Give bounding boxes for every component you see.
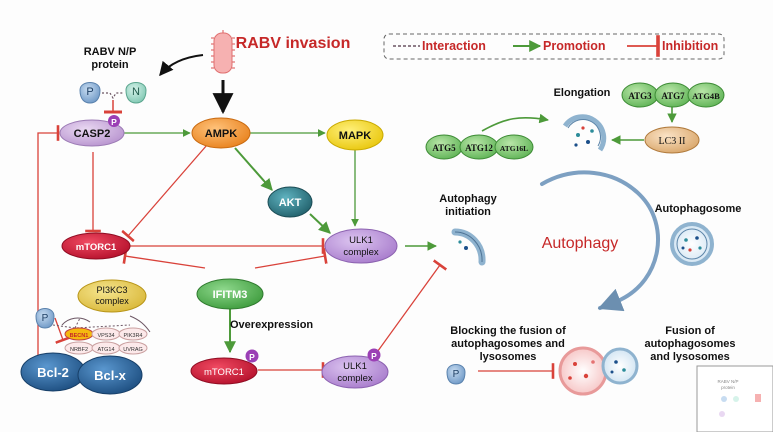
fusion-label-3: and lysosomes bbox=[650, 351, 729, 363]
akt-to-ulk1 bbox=[309, 213, 331, 234]
svg-text:mTORC1: mTORC1 bbox=[204, 367, 244, 378]
p-inhibits-pi3kc3 bbox=[54, 317, 71, 344]
svg-text:P: P bbox=[42, 313, 49, 324]
p-protein-bottom-icon: P bbox=[446, 364, 466, 385]
autophagosome-icon bbox=[670, 222, 714, 266]
svg-text:LC3 II: LC3 II bbox=[659, 136, 686, 147]
svg-text:ATG14: ATG14 bbox=[97, 347, 114, 353]
svg-text:ATG3: ATG3 bbox=[628, 91, 652, 101]
ifitm3-inhibits-ulk1 bbox=[254, 248, 328, 269]
fusion-label-2: autophagosomes bbox=[644, 338, 735, 350]
legend-interaction: Interaction bbox=[422, 39, 486, 53]
blocking-label-1: Blocking the fusion of bbox=[450, 325, 566, 337]
elongation-label: Elongation bbox=[554, 87, 611, 99]
atg5-to-elongation bbox=[481, 113, 549, 132]
np-label-1: RABV N/P bbox=[84, 46, 137, 58]
legend-box bbox=[383, 33, 725, 60]
svg-text:Bcl-x: Bcl-x bbox=[94, 368, 127, 383]
svg-text:MAPK: MAPK bbox=[339, 130, 371, 142]
ulk1-inhibits-initiation bbox=[374, 259, 448, 356]
svg-text:complex: complex bbox=[343, 247, 379, 258]
ulk1-complex-node: ULK1 complex bbox=[324, 228, 398, 264]
blocking-label-3: lysosomes bbox=[480, 351, 537, 363]
ifitm3-inhibits-mtorc1 bbox=[122, 248, 206, 269]
rabv-virus-icon bbox=[211, 30, 235, 74]
fusion-label-1: Fusion of bbox=[665, 325, 715, 337]
akt-node: AKT bbox=[267, 186, 313, 218]
blocking-label-2: autophagosomes and bbox=[451, 338, 565, 350]
casp2-node: CASP2 P bbox=[59, 115, 125, 147]
svg-text:P: P bbox=[86, 86, 93, 98]
autophagy-label: Autophagy bbox=[542, 235, 619, 252]
svg-text:ATG5: ATG5 bbox=[432, 143, 456, 153]
atg3-7-4b-group: ATG3 ATG7 ATG4B bbox=[621, 82, 725, 108]
autolysosome-icon bbox=[558, 346, 639, 396]
mtorc1-bottom-node: mTORC1 P bbox=[190, 349, 259, 385]
ampk-to-akt bbox=[234, 147, 273, 191]
svg-text:ATG7: ATG7 bbox=[661, 91, 685, 101]
svg-text:CASP2: CASP2 bbox=[74, 128, 111, 140]
svg-text:P: P bbox=[453, 369, 460, 380]
pi3kc3-subunits: BECN1 VPS34 PIK3R4 NRBF2 ATG14 UVRAG bbox=[64, 327, 148, 355]
overexpression-label: Overexpression bbox=[230, 319, 313, 331]
svg-text:UVRAG: UVRAG bbox=[123, 347, 143, 353]
lc3-node: LC3 II bbox=[644, 126, 700, 154]
ulk1-complex-bottom-node: ULK1 complex P bbox=[321, 348, 389, 389]
svg-text:protein: protein bbox=[721, 385, 735, 390]
bcl-inhibits-casp2 bbox=[37, 125, 60, 355]
svg-text:AKT: AKT bbox=[279, 197, 302, 209]
svg-text:complex: complex bbox=[337, 373, 373, 384]
svg-text:PIK3R4: PIK3R4 bbox=[124, 333, 143, 339]
svg-text:BECN1: BECN1 bbox=[70, 333, 89, 339]
svg-text:AMPK: AMPK bbox=[205, 128, 237, 140]
svg-text:N: N bbox=[132, 86, 140, 98]
atg5-12-16l-group: ATG5 ATG12 ATG16L bbox=[425, 134, 534, 160]
ampk-inhibits-mtorc1 bbox=[121, 144, 208, 243]
svg-text:Bcl-2: Bcl-2 bbox=[37, 365, 69, 380]
svg-text:mTORC1: mTORC1 bbox=[76, 242, 117, 253]
autophagy-cycle-arrow bbox=[540, 170, 660, 312]
svg-text:P: P bbox=[249, 352, 255, 362]
initiation-label-2: initiation bbox=[445, 206, 491, 218]
p-protein-icon: P bbox=[79, 82, 101, 104]
pi3kc3-complex-node: PI3KC3 complex bbox=[77, 279, 147, 313]
phagophore-icon bbox=[451, 228, 486, 266]
mtorc1-node: mTORC1 bbox=[61, 232, 131, 260]
np-interaction-line bbox=[102, 92, 124, 100]
mapk-node: MAPK bbox=[326, 119, 384, 151]
initiation-label-1: Autophagy bbox=[439, 193, 497, 205]
svg-text:complex: complex bbox=[95, 296, 129, 306]
svg-text:P: P bbox=[111, 117, 117, 127]
p-protein-left-icon: P bbox=[35, 308, 55, 329]
bclx-node: Bcl-x bbox=[77, 355, 143, 395]
svg-text:P: P bbox=[371, 351, 377, 361]
subunit-pik3r4 bbox=[118, 327, 148, 341]
svg-text:ULK1: ULK1 bbox=[343, 361, 367, 372]
elongation-vesicle-icon bbox=[562, 114, 607, 152]
inset-thumbnail[interactable]: RABV N/P protein bbox=[696, 365, 773, 432]
autophagosome-label: Autophagosome bbox=[655, 203, 742, 215]
ifitm3-node: IFITM3 bbox=[196, 278, 264, 310]
svg-text:ULK1: ULK1 bbox=[349, 235, 373, 246]
svg-text:ATG16L: ATG16L bbox=[500, 144, 528, 153]
subunit-uvrag bbox=[118, 341, 148, 355]
np-label-2: protein bbox=[91, 59, 129, 71]
bcl2-node: Bcl-2 bbox=[20, 352, 86, 392]
title-line-1: RABV invasion bbox=[236, 35, 351, 52]
svg-text:ATG4B: ATG4B bbox=[692, 91, 720, 101]
virus-to-np-arrow bbox=[159, 54, 204, 77]
complex-bracket bbox=[61, 315, 151, 333]
svg-text:ATG12: ATG12 bbox=[465, 143, 493, 153]
svg-text:VPS34: VPS34 bbox=[97, 333, 114, 339]
svg-text:RABV N/P: RABV N/P bbox=[717, 379, 738, 384]
ampk-node: AMPK bbox=[191, 117, 251, 149]
svg-text:IFITM3: IFITM3 bbox=[213, 289, 248, 301]
svg-text:NRBF2: NRBF2 bbox=[70, 347, 88, 353]
legend-inhibition: Inhibition bbox=[662, 39, 718, 53]
legend-promotion: Promotion bbox=[543, 39, 606, 53]
n-protein-icon: N bbox=[125, 82, 147, 104]
svg-text:PI3KC3: PI3KC3 bbox=[96, 285, 127, 295]
